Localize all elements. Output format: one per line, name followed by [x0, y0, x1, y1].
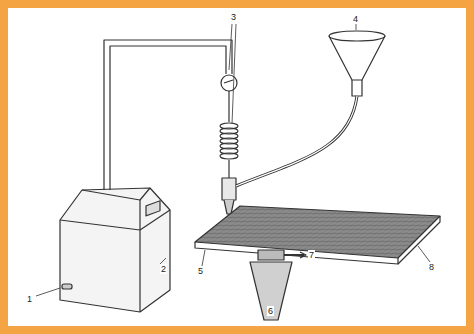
callout-number: 1: [26, 294, 33, 304]
powder-funnel: [236, 31, 385, 186]
gauge: [221, 75, 237, 91]
callout-number: 4: [352, 14, 359, 24]
pipe: [228, 91, 229, 122]
gauge-needle: [224, 80, 233, 83]
power-cabinet: [60, 188, 170, 312]
leader-lines: [36, 24, 430, 296]
coil-turn: [220, 153, 238, 159]
holder-cone: [250, 250, 306, 320]
pipe: [228, 160, 229, 178]
callout-number: 7: [308, 250, 315, 260]
callout-number: 5: [197, 266, 204, 276]
coil: [220, 123, 238, 159]
callout-number: 8: [428, 262, 435, 272]
frame: [4, 4, 470, 330]
callout-number: 2: [160, 264, 167, 274]
callout-number: 3: [230, 12, 237, 22]
work-plate: [195, 206, 440, 264]
callout-number: 6: [267, 306, 274, 316]
gas-pipe: [104, 40, 232, 190]
